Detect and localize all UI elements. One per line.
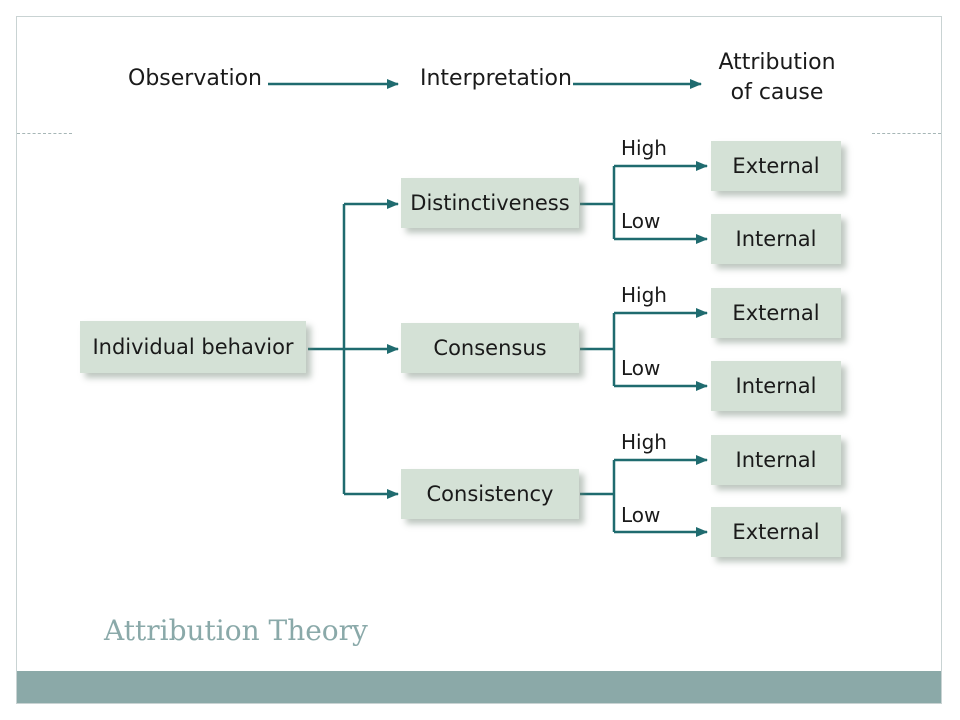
header-observation: Observation (128, 66, 262, 91)
outcome-consensus-low: Internal (711, 361, 841, 411)
node-individual-behavior: Individual behavior (80, 321, 306, 373)
label-consistency-high: High (621, 430, 667, 454)
node-consensus: Consensus (401, 323, 579, 373)
node-distinctiveness: Distinctiveness (401, 178, 579, 228)
header-attribution: Attribution of cause (712, 48, 842, 108)
outcome-consistency-high: Internal (711, 435, 841, 485)
outcome-distinctiveness-low: Internal (711, 214, 841, 264)
outcome-consistency-low: External (711, 507, 841, 557)
header-attribution-line1: Attribution (718, 50, 836, 75)
outcome-distinctiveness-high: External (711, 141, 841, 191)
header-attribution-line2: of cause (730, 80, 824, 105)
label-distinctiveness-high: High (621, 136, 667, 160)
header-interpretation: Interpretation (420, 66, 572, 91)
divider-left (17, 133, 72, 134)
outcome-consensus-high: External (711, 288, 841, 338)
label-consistency-low: Low (621, 503, 661, 527)
label-consensus-low: Low (621, 356, 661, 380)
slide-caption: Attribution Theory (104, 614, 368, 647)
divider-right (872, 133, 941, 134)
label-consensus-high: High (621, 283, 667, 307)
footer-bar (17, 671, 941, 703)
label-distinctiveness-low: Low (621, 209, 661, 233)
node-consistency: Consistency (401, 469, 579, 519)
